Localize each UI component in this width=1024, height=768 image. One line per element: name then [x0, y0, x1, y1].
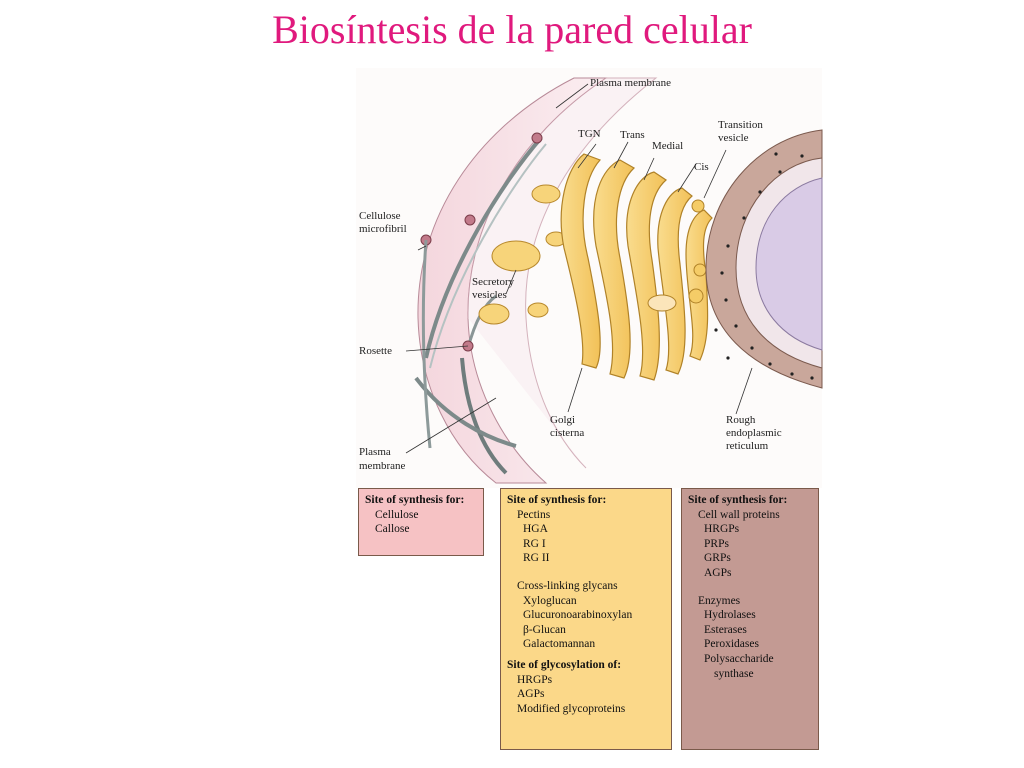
- golgi-glyco-item: Modified glycoproteins: [517, 702, 626, 715]
- er-enzyme-item: Esterases: [704, 623, 747, 636]
- membrane-synthesis-box: Site of synthesis for: Cellulose Callose: [358, 488, 484, 556]
- golgi-box-header: Site of synthesis for:: [507, 494, 607, 506]
- microfibril-1: [424, 136, 543, 359]
- label-transition-vesicle-2: vesicle: [718, 132, 749, 144]
- er-protein-item: PRPs: [704, 537, 729, 550]
- label-secretory-1: Secretory: [472, 276, 515, 288]
- er-protein-item: HRGPs: [704, 523, 740, 536]
- microfibril-2: [460, 357, 508, 475]
- rosette-1: [531, 132, 543, 144]
- er-enzymes: Enzymes: [698, 594, 741, 607]
- golgi-crosslinking-item: Glucuronoarabinoxylan: [523, 609, 633, 622]
- membrane-box-header: Site of synthesis for:: [365, 494, 465, 506]
- label-golgi-1: Golgi: [550, 414, 576, 426]
- er-enzyme-item-continued: synthase: [714, 667, 754, 680]
- golgi-glyco-item: AGPs: [517, 688, 545, 701]
- secretory-vesicle-large: [491, 240, 541, 272]
- golgi-crosslinking-item: Galactomannan: [523, 638, 596, 651]
- label-rough-2: endoplasmic: [726, 427, 782, 439]
- label-tgn: TGN: [578, 128, 601, 140]
- golgi-pectin-item: RG I: [523, 537, 546, 550]
- label-rosette: Rosette: [359, 345, 392, 357]
- diagram-illustration: [356, 68, 823, 488]
- label-trans: Trans: [620, 129, 645, 141]
- er-proteins: Cell wall proteins: [698, 508, 780, 521]
- golgi-pectin-item: HGA: [523, 523, 548, 536]
- label-plasma-membrane-bottom-2: membrane: [359, 460, 406, 472]
- label-secretory-2: vesicles: [472, 289, 507, 301]
- er-protein-item: GRPs: [704, 552, 731, 565]
- label-cis: Cis: [694, 161, 709, 173]
- golgi-pectin-item: RG II: [523, 552, 550, 565]
- golgi-crosslinking-item: β-Glucan: [523, 623, 566, 636]
- rosette-3: [464, 214, 476, 226]
- golgi-stack: [560, 153, 713, 381]
- label-cellulose-2: microfibril: [359, 223, 407, 235]
- golgi-crosslinking-item: Xyloglucan: [523, 594, 577, 607]
- membrane-item: Callose: [375, 523, 410, 536]
- label-plasma-membrane-bottom-1: Plasma: [359, 446, 391, 458]
- label-medial: Medial: [652, 140, 684, 152]
- er-protein-item: AGPs: [704, 566, 732, 579]
- golgi-glyco-header: Site of glycosylation of:: [507, 658, 622, 671]
- label-rough-3: reticulum: [726, 440, 769, 452]
- nucleus: [755, 177, 823, 351]
- er-enzyme-item: Peroxidases: [704, 638, 759, 651]
- label-golgi-2: cisterna: [550, 427, 585, 439]
- er-synthesis-box: Site of synthesis for: Cell wall protein…: [681, 488, 819, 750]
- cell-wall-diagram: Plasma membrane TGN Trans Medial Transit…: [356, 68, 826, 768]
- golgi-crosslinking: Cross-linking glycans: [517, 579, 618, 592]
- slide-title: Biosíntesis de la pared celular: [272, 7, 752, 52]
- label-transition-vesicle-1: Transition: [718, 119, 763, 131]
- golgi-pectins: Pectins: [517, 508, 551, 521]
- er-enzyme-item: Polysaccharide: [704, 652, 774, 665]
- label-plasma-membrane-top: Plasma membrane: [590, 77, 671, 89]
- golgi-synthesis-box: Site of synthesis for: Pectins HGA RG I …: [500, 488, 672, 750]
- er-enzyme-item: Hydrolases: [704, 609, 756, 622]
- label-cellulose-1: Cellulose: [359, 210, 401, 222]
- label-rough-1: Rough: [726, 414, 756, 426]
- membrane-item: Cellulose: [375, 508, 419, 521]
- golgi-glyco-item: HRGPs: [517, 673, 553, 686]
- er-box-header: Site of synthesis for:: [688, 494, 788, 506]
